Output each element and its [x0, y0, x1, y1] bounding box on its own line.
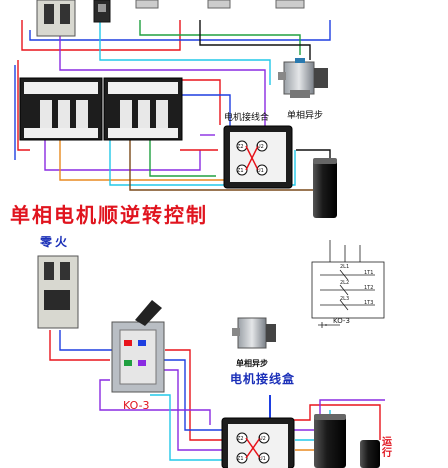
ko3-schematic: [311, 240, 385, 328]
schematic-label-1t2: 1T2: [364, 285, 373, 291]
box-top-u1: U1: [257, 168, 264, 174]
ko3-switch: [111, 300, 165, 393]
capacitor-top: [313, 158, 337, 218]
power-label: 零火: [40, 235, 71, 249]
box-top-u2: U2: [257, 144, 264, 150]
terminal-strip-top: [135, 0, 305, 9]
capacitor-start: [314, 414, 346, 468]
schematic-label-2l1: 2L1: [340, 264, 349, 270]
ko3-switch-label: KO-3: [123, 399, 150, 412]
top-wires: [14, 20, 331, 191]
motor-top-label: 单相异步: [287, 111, 324, 121]
motor-top: [278, 58, 328, 98]
breaker-top: [36, 0, 76, 37]
box-bottom-u1: U1: [259, 456, 266, 462]
junction-box-top: [223, 125, 293, 189]
box-bottom-u2: U2: [259, 436, 266, 442]
breaker-bottom: [37, 255, 79, 329]
contactor-1: [19, 77, 103, 141]
capacitor-run: [360, 440, 380, 468]
running-capacitor-label: 运行: [382, 437, 392, 459]
diagram-title: 单相电机顺逆转控制: [10, 203, 208, 227]
junction-box-top-label: 电机接线合: [224, 113, 270, 123]
schematic-label-1t3: 1T3: [364, 300, 373, 306]
contactor-2: [103, 77, 183, 141]
box-bottom-z2: Z2: [237, 436, 244, 442]
motor-bottom-label: 单相异步: [236, 359, 268, 368]
junction-box-bottom: [221, 417, 295, 468]
motor-bottom: [232, 317, 276, 349]
fuse-top: [93, 0, 111, 23]
schematic-label-2l2: 2L2: [340, 280, 349, 286]
junction-box-bottom-label: 电机接线盒: [230, 372, 296, 386]
schematic-label-2l3: 2L3: [340, 296, 349, 302]
box-top-z1: Z1: [237, 168, 244, 174]
schematic-label-1t1: 1T1: [364, 270, 373, 276]
box-top-z2: Z2: [237, 144, 244, 150]
box-bottom-z1: Z1: [237, 456, 244, 462]
ko3-schematic-label: KO-3: [333, 317, 350, 325]
